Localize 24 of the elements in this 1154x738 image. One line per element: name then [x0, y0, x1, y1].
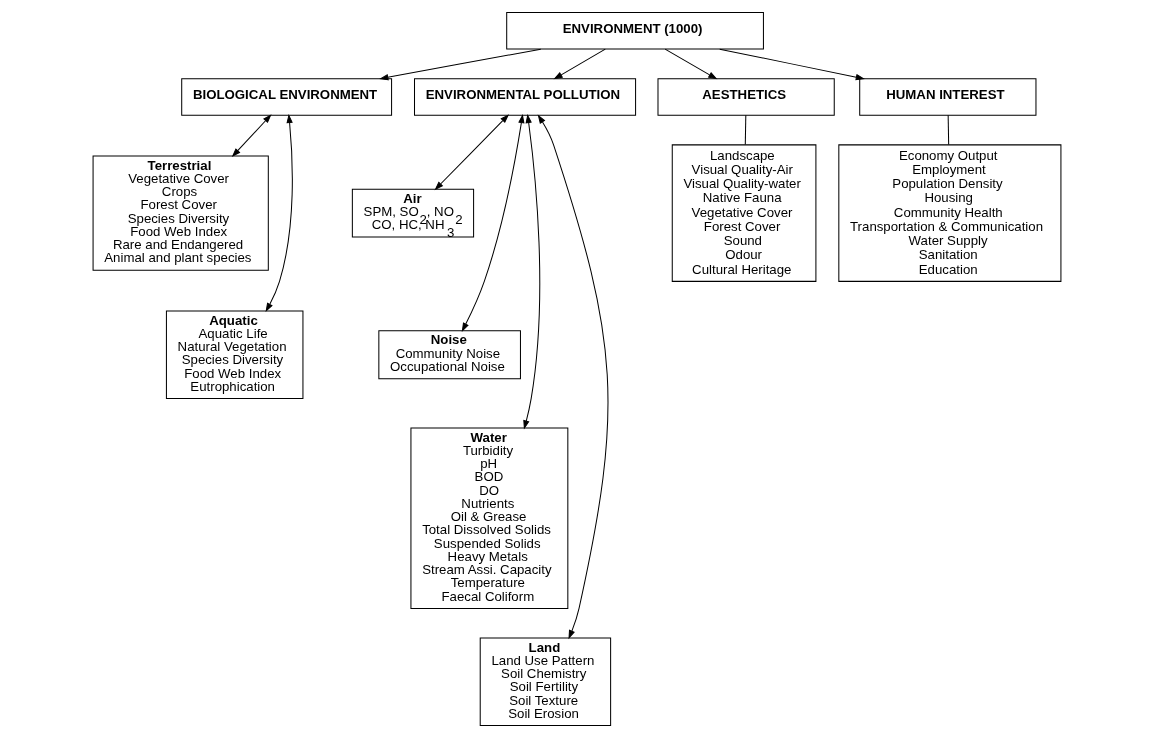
node-box: Water Turbidity pH BOD DO Nutrients Oil & Grease Total Dissolved Solids Suspended Solids Heavy Metals Stream Assi. Capacity Temperature Faecal Coliform [410, 427, 569, 609]
node-box: ENVIRONMENT (1000) [506, 11, 764, 50]
arrow [265, 113, 293, 313]
arrow [664, 48, 718, 80]
node-box: Landscape Visual Quality-Air Visual Quality-water Native Fauna Vegetative Cover Forest Cover Sound Odour Cultural Heritage [671, 144, 817, 282]
arrow [537, 114, 609, 640]
node-box: Land Land Use Pattern Soil Chemistry Soil Fertility Soil Texture Soil Erosion [479, 637, 612, 727]
node-box: HUMAN INTEREST [859, 78, 1037, 116]
connector [947, 114, 950, 145]
arrow [461, 114, 525, 332]
arrow [434, 114, 510, 191]
arrow [523, 113, 541, 430]
arrow [553, 48, 606, 80]
connector [744, 114, 747, 145]
arrow [231, 114, 272, 158]
arrow [379, 48, 542, 81]
arrow [719, 48, 865, 81]
node-box: ENVIRONMENTAL POLLUTION [414, 78, 637, 116]
node-box: Aquatic Aquatic Life Natural Vegetation Species Diversity Food Web Index Eutrophication [165, 310, 304, 400]
node-box: BIOLOGICAL ENVIRONMENT [181, 78, 393, 116]
node-box: AESTHETICS [657, 78, 835, 116]
node-box: Terrestrial Vegetative Cover Crops Forest Cover Species Diversity Food Web Index Rare and Endangered Animal and plant species [92, 155, 269, 271]
node-box: Noise Community Noise Occupational Noise [378, 330, 521, 380]
node-box: Economy Output Employment Population Density Housing Community Health Transportation & Communication Water Supply Sanitation Education [838, 144, 1062, 282]
